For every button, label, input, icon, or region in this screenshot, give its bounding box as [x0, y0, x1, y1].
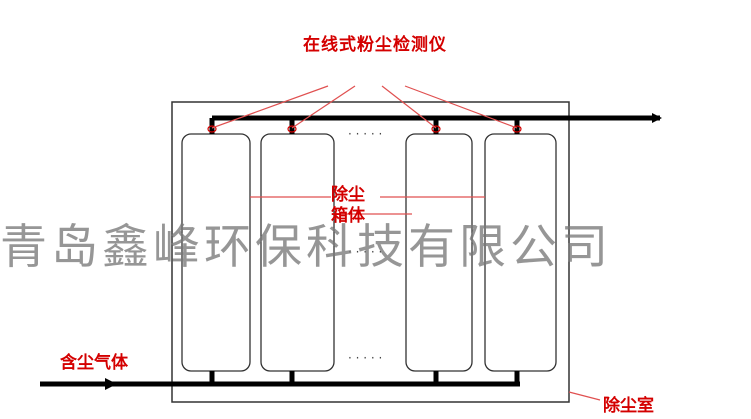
- sensor-leader-1: [211, 85, 329, 129]
- filter-box-1: [181, 133, 251, 372]
- filter-box-label: 除尘 箱体: [331, 185, 365, 227]
- filter-box-3: [405, 133, 473, 372]
- room-leader: [568, 391, 601, 401]
- sensor-marker-2: [287, 125, 297, 133]
- filter-box-4: [484, 133, 557, 372]
- dust-removal-room-outline: [171, 101, 570, 403]
- ellipsis-bottom: · · · · ·: [348, 351, 382, 365]
- sensor-marker-4: [512, 125, 522, 133]
- ellipsis-top: · · · · ·: [348, 127, 382, 141]
- filter-box-label-line2: 箱体: [331, 206, 365, 226]
- sensor-leader-3: [381, 85, 437, 129]
- dusty-gas-label: 含尘气体: [60, 353, 128, 373]
- company-watermark: 青岛鑫峰环保科技有限公司: [0, 220, 612, 275]
- filter-box-label-line1: 除尘: [331, 185, 365, 205]
- dust-room-label: 除尘室: [603, 396, 654, 416]
- filter-box-2: [260, 133, 335, 372]
- ellipsis-middle: · · · · ·: [348, 245, 382, 259]
- sensor-leader-2: [291, 85, 356, 129]
- inlet-arrow-icon: [105, 378, 117, 390]
- sensor-leader-4: [404, 85, 518, 129]
- dust-detector-title: 在线式粉尘检测仪: [303, 35, 447, 55]
- sensor-marker-3: [431, 125, 441, 133]
- sensor-marker-1: [207, 125, 217, 133]
